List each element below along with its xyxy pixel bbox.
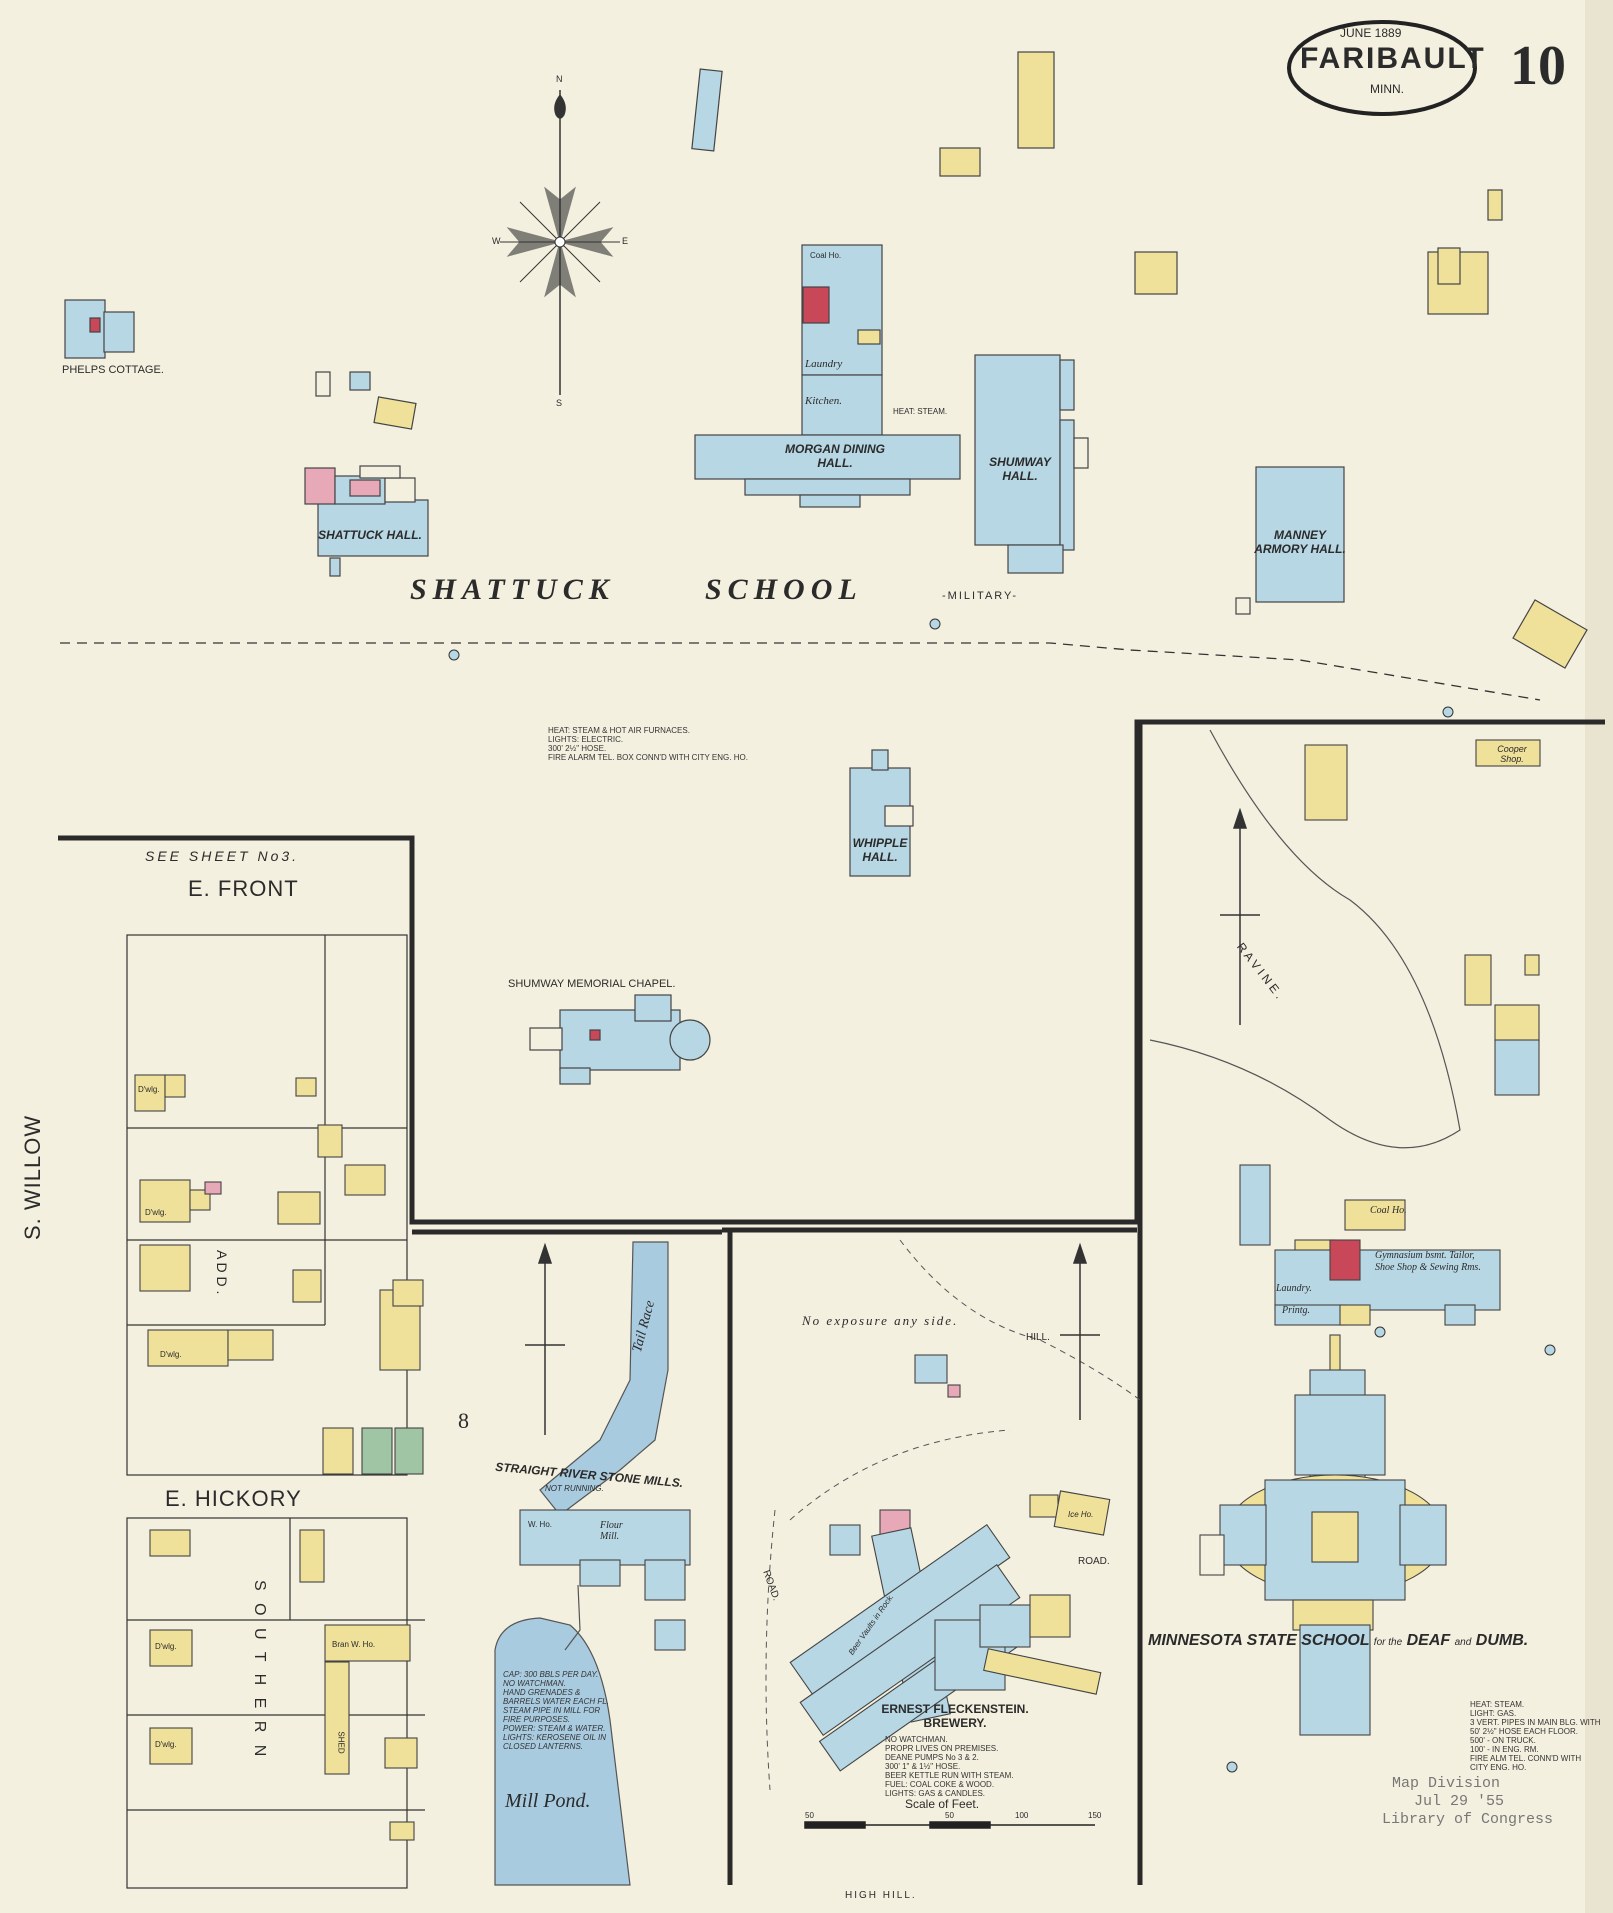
scale-tick-0: 50 <box>805 1811 814 1820</box>
loc-stamp: Map Division Jul 29 '55 Library of Congr… <box>1382 1775 1553 1829</box>
label-w-ho: W. Ho. <box>528 1520 553 1529</box>
note-brewery: NO WATCHMAN.PROPR LIVES ON PREMISES. DEA… <box>885 1735 1014 1798</box>
stamp-line-2: Jul 29 '55 <box>1414 1793 1505 1810</box>
label-not-running: NOT RUNNING. <box>545 1484 604 1493</box>
deaf-school-buildings <box>1199 739 1541 1736</box>
note-mill: CAP: 300 BBLS PER DAY.NO WATCHMAN. HAND … <box>503 1670 609 1751</box>
label-ice-ho: Ice Ho. <box>1068 1510 1094 1519</box>
label-and: and <box>1454 1637 1472 1648</box>
title-cartouche <box>1287 20 1477 116</box>
label-southern: S O U T H E R N <box>251 1580 268 1761</box>
compass-s: S <box>556 398 563 408</box>
label-heat-steam: HEAT: STEAM. <box>893 407 948 416</box>
scale-tick-1: 50 <box>945 1811 954 1820</box>
road-line <box>765 1509 776 1791</box>
label-add: A D D . <box>214 1250 230 1295</box>
label-dwlg-1: D'wlg. <box>138 1085 160 1094</box>
label-dwlg-4: D'wlg. <box>155 1642 177 1651</box>
label-chapel: SHUMWAY MEMORIAL CHAPEL. <box>508 978 676 990</box>
label-block-8: 8 <box>458 1408 469 1433</box>
sheet-number: 10 <box>1510 35 1566 97</box>
label-manney-armory: MANNEY ARMORY HALL. <box>1254 528 1346 556</box>
mill-buildings <box>519 1509 691 1651</box>
label-deaf: DEAF <box>1406 1632 1451 1649</box>
paper-edge <box>1585 0 1613 1913</box>
water-features <box>494 1241 669 1886</box>
label-shumway-hall: SHUMWAY HALL. <box>989 455 1051 483</box>
scale-bar <box>804 1821 1095 1829</box>
label-no-exposure: No exposure any side. <box>802 1313 959 1328</box>
stamp-line-1: Map Division <box>1392 1775 1501 1792</box>
header-city: FARIBAULT <box>1300 42 1486 75</box>
label-road-1: ROAD. <box>1078 1556 1110 1567</box>
label-mill-pond: Mill Pond. <box>505 1790 591 1812</box>
label-cooper-shop: Cooper Shop. <box>1497 744 1527 764</box>
label-coal-ho: Coal Ho. <box>1370 1205 1407 1216</box>
label-phelps-cottage: PHELPS COTTAGE. <box>62 364 164 376</box>
label-school: SCHOOL <box>705 573 863 606</box>
compass-rose <box>500 90 620 395</box>
north-arrows <box>525 807 1260 1435</box>
residential-buildings <box>134 1074 424 1841</box>
street-e-front: E. FRONT <box>188 876 299 901</box>
label-dumb: DUMB. <box>1475 1632 1529 1649</box>
scale-tick-2: 100 <box>1015 1811 1029 1820</box>
note-shattuck-heat: HEAT: STEAM & HOT AIR FURNACES.LIGHTS: E… <box>548 726 748 762</box>
label-shattuck-hall: SHATTUCK HALL. <box>318 528 422 542</box>
label-military: -MILITARY- <box>942 590 1019 602</box>
label-flour-mill: Flour Mill. <box>600 1520 623 1542</box>
label-shed: SHED <box>336 1731 346 1754</box>
note-deaf-school: HEAT: STEAM.LIGHT: GAS. 3 VERT. PIPES IN… <box>1470 1700 1601 1772</box>
label-brewery: ERNEST FLECKENSTEIN. BREWERY. <box>881 1702 1029 1730</box>
label-dwlg-3: D'wlg. <box>160 1350 182 1359</box>
ravine-outline <box>1149 729 1461 1149</box>
street-e-hickory: E. HICKORY <box>165 1486 302 1511</box>
label-dwlg-5: D'wlg. <box>155 1740 177 1749</box>
compass-e: E <box>622 236 629 246</box>
label-hill: HILL. <box>1026 1332 1050 1343</box>
label-see-sheet: SEE SHEET No3. <box>145 848 300 864</box>
label-dwlg-2: D'wlg. <box>145 1208 167 1217</box>
label-scale-of-feet: Scale of Feet. <box>905 1797 980 1811</box>
label-printg: Printg. <box>1282 1305 1311 1316</box>
header-state: MINN. <box>1370 82 1404 96</box>
scale-tick-3: 150 <box>1088 1811 1102 1820</box>
label-laundry: Laundry. <box>1276 1283 1312 1294</box>
hydrant-symbols <box>448 618 1556 1773</box>
label-minnesota-state-school: MINNESOTA STATE SCHOOL <box>1148 1632 1370 1649</box>
shattuck-buildings <box>64 51 1588 1085</box>
label-gymnasium: Gymnasium bsmt. Tailor, Shoe Shop & Sewi… <box>1375 1250 1481 1273</box>
label-morgan-dining-hall: MORGAN DINING HALL. <box>785 442 885 470</box>
label-for-the: for the <box>1373 1637 1403 1648</box>
label-laundry-shattuck: Laundry <box>805 358 843 370</box>
label-whipple-hall: WHIPPLE HALL. <box>852 836 908 864</box>
label-high-hill: HIGH HILL. <box>845 1890 917 1901</box>
header-date: JUNE 1889 <box>1340 26 1402 40</box>
label-bran-w-ho: Bran W. Ho. <box>332 1640 376 1649</box>
bluff-line <box>899 1239 1141 1401</box>
compass-n: N <box>556 74 563 84</box>
label-coal-ho-shattuck: Coal Ho. <box>810 251 842 260</box>
street-s-willow: S. WILLOW <box>20 1114 45 1240</box>
road-line-2 <box>789 1429 1011 1521</box>
label-kitchen: Kitchen. <box>805 395 842 407</box>
compass-w: W <box>492 236 501 246</box>
label-shattuck: SHATTUCK <box>410 573 615 606</box>
stamp-line-3: Library of Congress <box>1382 1811 1554 1828</box>
label-deaf-school: MINNESOTA STATE SCHOOL for the DEAF and … <box>1148 1632 1528 1650</box>
block-outlines <box>58 719 1605 1885</box>
brewery-buildings <box>789 1354 1111 1772</box>
